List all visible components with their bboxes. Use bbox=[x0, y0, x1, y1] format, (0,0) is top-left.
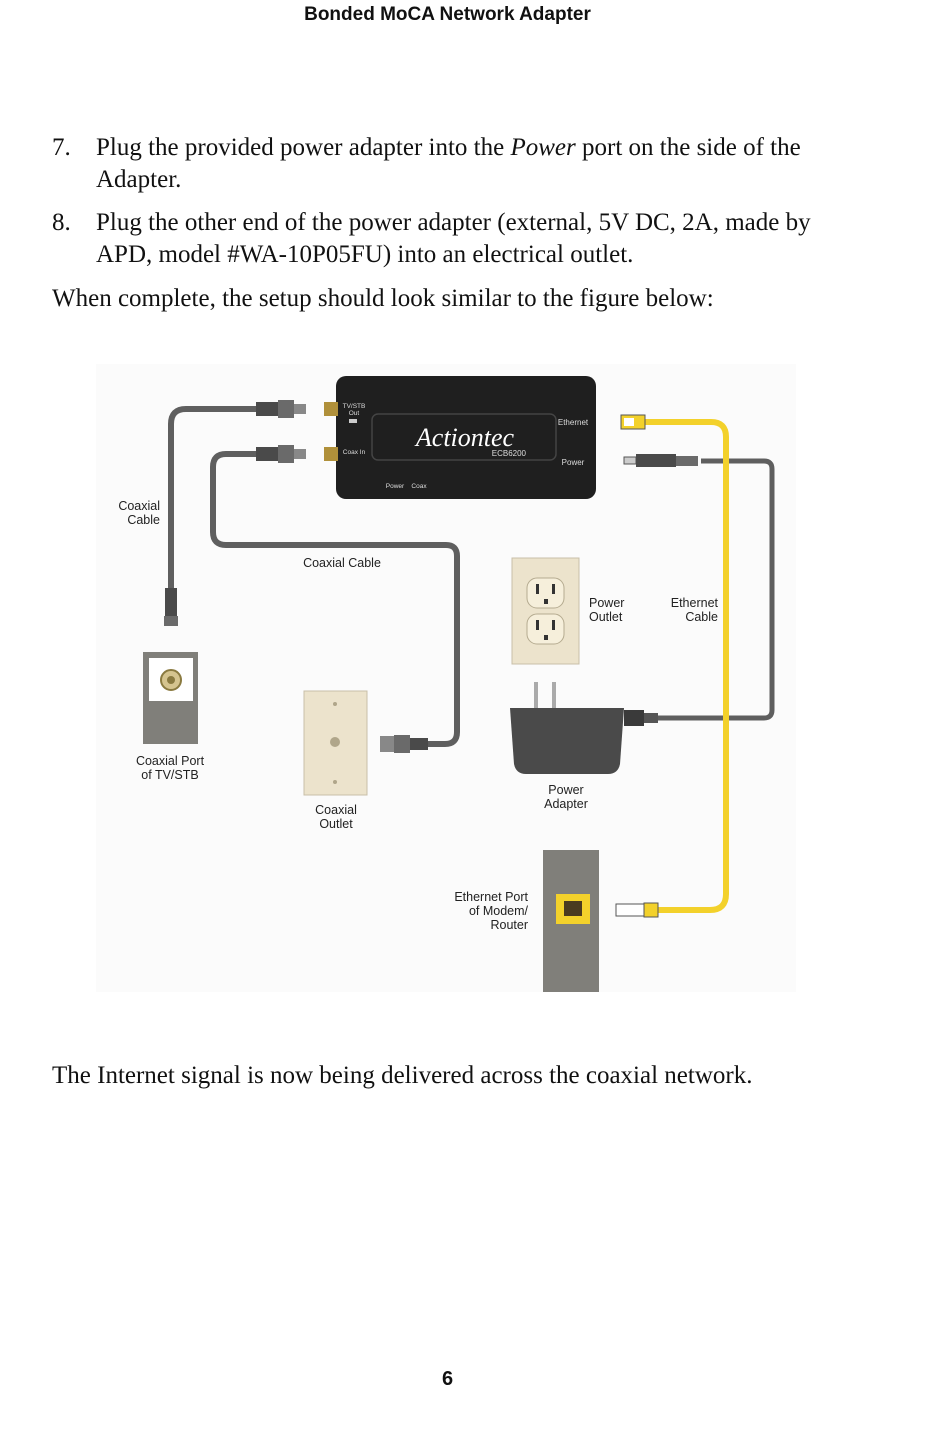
tv-coax-port bbox=[143, 652, 198, 744]
device-model: ECB6200 bbox=[492, 449, 527, 458]
ethernet-cable-label-2: Cable bbox=[685, 610, 718, 624]
power-adapter-label: Power bbox=[548, 783, 583, 797]
power-adapter bbox=[510, 682, 658, 774]
ethernet-cable bbox=[644, 419, 729, 913]
modem-router-panel bbox=[543, 850, 599, 992]
power-cable bbox=[656, 458, 775, 721]
step-text: Plug the provided power adapter into the… bbox=[96, 134, 801, 193]
power-adapter-body bbox=[510, 708, 624, 774]
coax-connector-tv bbox=[164, 588, 178, 626]
running-header: Bonded MoCA Network Adapter bbox=[304, 4, 591, 25]
coax-outlet-label: Coaxial bbox=[315, 803, 357, 817]
ethernet-plug-device bbox=[620, 414, 646, 430]
coax-in-label: Coax In bbox=[343, 449, 366, 456]
step-number: 7. bbox=[52, 134, 71, 161]
coax-cable-tv bbox=[168, 406, 256, 592]
coaxial-cable-mid-label: Coaxial Cable bbox=[303, 556, 381, 570]
coaxial-cable-label: Coaxial bbox=[118, 499, 160, 513]
coax-connector-tv-out bbox=[256, 400, 306, 418]
step-number: 8. bbox=[52, 209, 71, 236]
coax-port-label-2: of TV/STB bbox=[141, 768, 198, 782]
setup-figure: Actiontec ECB6200 TV/STB Out Coax In Eth… bbox=[96, 364, 796, 992]
ethernet-plug-router bbox=[615, 902, 659, 918]
coax-port-label: Coaxial Port bbox=[136, 754, 205, 768]
power-port-label: Power bbox=[562, 458, 585, 467]
power-outlet bbox=[511, 557, 580, 665]
conclusion-paragraph: The Internet signal is now being deliver… bbox=[52, 1062, 753, 1089]
power-adapter-label-2: Adapter bbox=[544, 797, 588, 811]
eth-port-label: Ethernet Port bbox=[454, 890, 528, 904]
coaxial-outlet bbox=[303, 690, 368, 796]
coax-led-label: Coax bbox=[411, 483, 427, 490]
ethernet-port-label: Ethernet bbox=[558, 418, 589, 427]
intro-paragraph: When complete, the setup should look sim… bbox=[52, 285, 714, 312]
coaxial-cable-label-2: Cable bbox=[127, 513, 160, 527]
coax-connector-outlet bbox=[380, 735, 428, 753]
tv-stb-out-port bbox=[324, 402, 338, 416]
power-emphasis: Power bbox=[510, 134, 576, 161]
eth-port-label-2: of Modem/ bbox=[469, 904, 529, 918]
power-plug-device bbox=[623, 454, 698, 467]
setup-diagram: Actiontec ECB6200 TV/STB Out Coax In Eth… bbox=[96, 364, 796, 992]
coax-in-port bbox=[324, 447, 338, 461]
actiontec-adapter: Actiontec ECB6200 TV/STB Out Coax In Eth… bbox=[324, 376, 596, 499]
device-brand: Actiontec bbox=[414, 423, 515, 452]
power-outlet-label: Power bbox=[589, 596, 624, 610]
tv-stb-out-label: TV/STB bbox=[343, 403, 366, 410]
step-text: Plug the other end of the power adapter … bbox=[96, 209, 811, 268]
ethernet-cable-label: Ethernet bbox=[671, 596, 719, 610]
eth-port-label-3: Router bbox=[490, 918, 528, 932]
power-outlet-label-2: Outlet bbox=[589, 610, 623, 624]
coax-cable-outlet bbox=[210, 451, 460, 747]
device-front-panel bbox=[371, 413, 557, 461]
tv-stb-out-label-2: Out bbox=[349, 410, 360, 417]
coax-outlet-label-2: Outlet bbox=[319, 817, 353, 831]
power-led-label: Power bbox=[386, 483, 405, 490]
coax-connector-coax-in bbox=[256, 445, 306, 463]
page-number: 6 bbox=[441, 1368, 454, 1390]
